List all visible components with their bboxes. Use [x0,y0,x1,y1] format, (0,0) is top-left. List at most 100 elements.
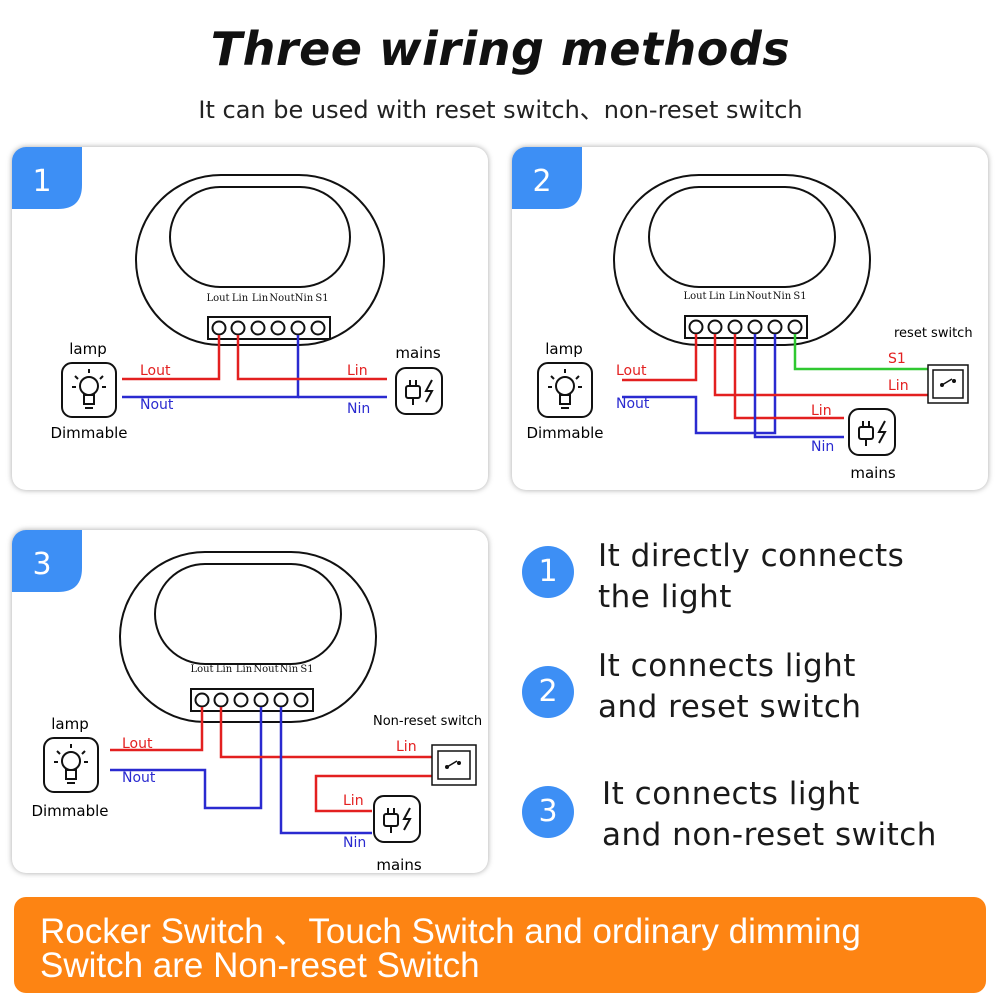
terminal-label-lin-2: Lin [252,293,269,304]
info-banner: Rocker Switch 、Touch Switch and ordinary… [14,897,986,993]
panel-number: 2 [532,164,551,199]
panel-number: 1 [32,164,51,199]
wire-lin [733,334,844,420]
wire-nin [753,334,844,439]
plug-icon [373,795,421,843]
reset-switch-icon [927,364,969,404]
terminal-label-s1: S1 [793,291,806,302]
wire-lout [622,334,698,382]
lamp-sublabel: Dimmable [526,424,603,442]
banner-line-1: Rocker Switch 、Touch Switch and ordinary… [40,912,861,951]
wire-nout [622,334,777,435]
legend-line-1: It directly connects [598,538,905,574]
wire-label-nin: Nin [811,439,834,455]
wiring-panel-2: 2 Lout Lin Lin Nout Nin S1 Lout Nout S1 … [512,147,988,490]
wiring-diagram-3: 3 Lout Lin Lin Nout Nin S1 Lout Nout Lin… [12,530,482,873]
wire-label-lin: Lin [811,403,832,419]
terminal-label-nout: Nout [269,293,294,304]
panel-number-badge [12,147,82,209]
wire-label-nin: Nin [343,835,366,851]
module-window [169,186,351,288]
wire-label-lout: Lout [122,736,153,752]
terminal-label-lout: Lout [190,664,213,675]
switch-label: Non-reset switch [373,714,482,729]
module-window [154,563,342,665]
terminal-label-nout: Nout [746,291,771,302]
lamp-icon [537,362,593,418]
wire-label-nout: Nout [616,396,650,412]
banner-line-2: Switch are Non-reset Switch [40,946,480,985]
legend-line-1: It connects light [602,776,860,812]
terminal-label-nin: Nin [773,291,792,302]
lamp-icon [61,362,117,418]
terminal-label-nin: Nin [295,293,314,304]
legend-text: It connects light and non-reset switch [602,774,937,856]
terminal-label-lin-1: Lin [709,291,726,302]
legend-item-1: 1 It directly connects the light [522,536,992,626]
terminal-label-nin: Nin [280,664,299,675]
wire-label-nout: Nout [122,770,156,786]
wire-nout [110,707,263,810]
legend-line-2: and reset switch [598,689,862,725]
wire-nin [279,707,372,835]
wiring-diagram-2: 2 Lout Lin Lin Nout Nin S1 Lout Nout S1 … [512,147,973,482]
legend-number-badge: 3 [522,786,574,838]
wire-label-s1: S1 [888,351,906,367]
mains-label: mains [850,464,895,482]
wire-lout [110,707,204,752]
lamp-sublabel: Dimmable [31,802,108,820]
legend-line-2: the light [598,579,732,615]
panel-number-badge [12,530,82,592]
wire-label-lin-switch: Lin [396,739,417,755]
legend-line-2: and non-reset switch [602,817,937,853]
terminal-label-lout: Lout [683,291,706,302]
lamp-label: lamp [69,340,107,358]
wire-lin [236,335,387,381]
wire-lout [122,335,221,381]
lamp-sublabel: Dimmable [50,424,127,442]
terminal-label-lin-1: Lin [216,664,233,675]
module-outline [119,551,377,723]
terminal-label-lout: Lout [206,293,229,304]
terminal-label-lin-2: Lin [729,291,746,302]
terminal-label-lin-1: Lin [232,293,249,304]
wire-label-nin: Nin [347,401,370,417]
panel-number: 3 [32,547,51,582]
wiring-diagram-1: 1 Lout Lin Lin Nout Nin S1 Lout Nout Lin… [12,147,443,442]
page-subtitle: It can be used with reset switch、non-res… [198,96,803,124]
wiring-panel-1: 1 Lout Lin Lin Nout Nin S1 Lout Nout Lin… [12,147,488,490]
module-outline [613,174,871,346]
lamp-icon [43,737,99,793]
mains-label: mains [376,856,421,873]
legend-number-badge: 1 [522,546,574,598]
terminal-label-s1: S1 [300,664,313,675]
wire-label-lin: Lin [347,363,368,379]
terminal-label-lin-2: Lin [236,664,253,675]
legend-number-badge: 2 [522,666,574,718]
wire-lin [314,774,432,813]
wire-label-nout: Nout [140,397,174,413]
wire-label-lin-switch: Lin [888,378,909,394]
wire-lin-switch [219,707,432,759]
terminal-label-s1: S1 [315,293,328,304]
terminal-label-nout: Nout [253,664,278,675]
legend-item-2: 2 It connects light and reset switch [522,646,992,736]
plug-icon [848,408,896,456]
wire-label-lout: Lout [140,363,171,379]
wire-label-lin: Lin [343,793,364,809]
switch-label: reset switch [894,326,973,341]
lamp-label: lamp [51,715,89,733]
mains-label: mains [395,344,440,362]
page-title: Three wiring methods [210,22,791,76]
module-outline [135,174,385,346]
module-window [648,186,836,288]
wire-label-lout: Lout [616,363,647,379]
plug-icon [395,367,443,415]
legend-line-1: It connects light [598,648,856,684]
wiring-panel-3: 3 Lout Lin Lin Nout Nin S1 Lout Nout Lin… [12,530,488,873]
panel-number-badge [512,147,582,209]
legend-item-3: 3 It connects light and non-reset switch [522,774,992,864]
non-reset-switch-icon [431,744,477,786]
legend-text: It directly connects the light [598,536,904,618]
legend-text: It connects light and reset switch [598,646,862,728]
